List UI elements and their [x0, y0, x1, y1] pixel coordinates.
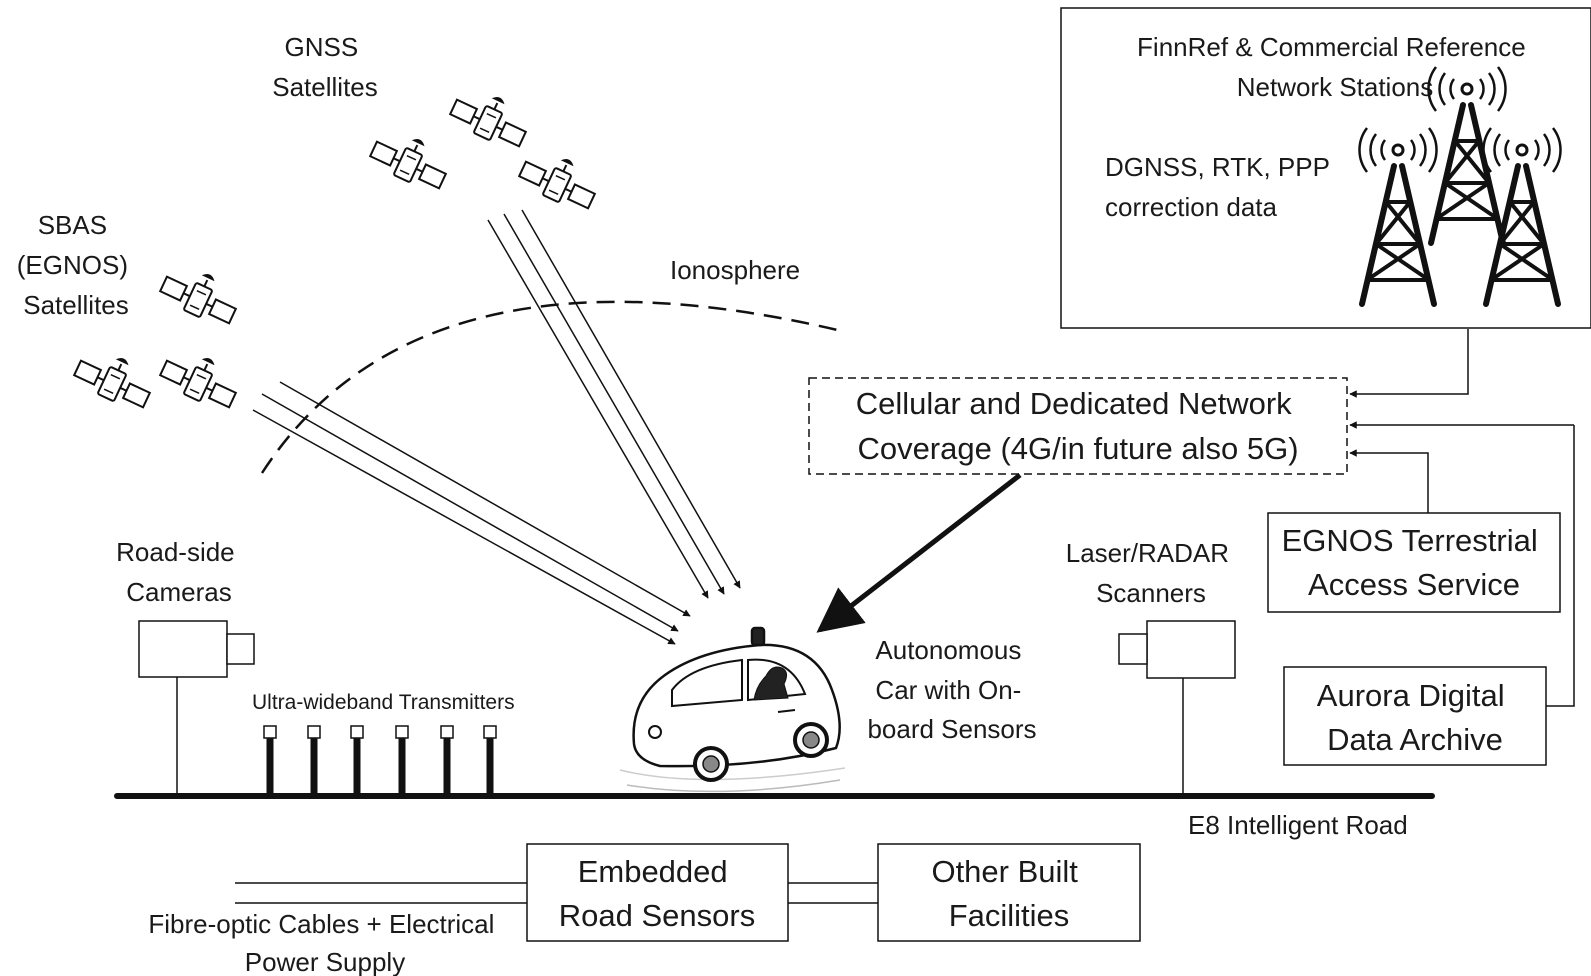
- gnss-label-line2: Satellites: [272, 72, 378, 102]
- svg-text:Fibre-optic Cables + Electrica: Fibre-optic Cables + Electrical Power Su…: [148, 909, 501, 976]
- sbas-signal-lines: [252, 381, 691, 645]
- sbas-label-line3: Satellites: [23, 290, 129, 320]
- svg-text:EGNOS Terrestrial Access S: EGNOS Terrestrial Access Service: [1282, 523, 1547, 602]
- uwb-transmitters: [263, 725, 497, 794]
- svg-text:Cellular and Dedicated Network: Cellular and Dedicated Network Coverage …: [856, 386, 1301, 466]
- satellite-icon: [446, 80, 536, 154]
- svg-text:SBAS (EGNOS) Satellite: SBAS (EGNOS) Satellites: [17, 210, 135, 320]
- ionosphere-arc: [260, 300, 847, 474]
- satellite-icon: [156, 341, 246, 415]
- roadside-cameras-label-line1: Road-side: [116, 537, 235, 567]
- car-label-line2: Car with On-: [875, 675, 1021, 705]
- uwb-transmitter: [483, 725, 497, 794]
- car-label-line3: board Sensors: [867, 714, 1036, 744]
- svg-text:Embedded Road Sensors: Embedded Road Sensors: [559, 854, 755, 933]
- finnref-label-line1: FinnRef & Commercial Reference: [1137, 32, 1526, 62]
- uwb-transmitter: [307, 725, 321, 794]
- road-label: E8 Intelligent Road: [1188, 810, 1408, 840]
- camera-icon: [138, 620, 255, 794]
- uwb-transmitter: [350, 725, 364, 794]
- uwb-label: Ultra-wideband Transmitters: [252, 691, 515, 714]
- data-connectors: [1349, 329, 1575, 707]
- svg-text:Road-side Cameras: Road-side Cameras: [116, 537, 242, 607]
- correction-data-line1: DGNSS, RTK, PPP: [1105, 152, 1329, 182]
- svg-text:Laser/RADAR Scanners: Laser/RADAR Scanners: [1066, 538, 1237, 608]
- fibre-cable: [235, 882, 878, 904]
- svg-text:Aurora Digital Data Archiv: Aurora Digital Data Archive: [1317, 678, 1513, 757]
- cellular-to-car-arrow: [816, 473, 1022, 633]
- roadside-cameras-label-line2: Cameras: [126, 577, 231, 607]
- egnos-tas-label-line1: EGNOS Terrestrial: [1282, 523, 1538, 558]
- laser-label-line1: Laser/RADAR: [1066, 538, 1229, 568]
- embedded-label-line1: Embedded: [578, 854, 728, 889]
- uwb-transmitter: [263, 725, 277, 794]
- finnref-box: [1060, 7, 1591, 329]
- autonomous-car-icon: [619, 626, 846, 793]
- sbas-label-line1: SBAS: [38, 210, 107, 240]
- laser-label-line2: Scanners: [1096, 578, 1206, 608]
- correction-data-line2: correction data: [1105, 192, 1278, 222]
- car-label-line1: Autonomous: [875, 635, 1021, 665]
- svg-text:Other Built Facilities: Other Built Facilities: [931, 854, 1086, 933]
- svg-text:Autonomous Car with On-: Autonomous Car with On- board Sensors: [867, 635, 1036, 744]
- svg-text:DGNSS, RTK, PPP correction: DGNSS, RTK, PPP correction data: [1105, 152, 1337, 222]
- fibre-label-line2: Power Supply: [245, 947, 405, 976]
- satellite-icon: [156, 257, 246, 331]
- satellite-icon: [366, 122, 456, 196]
- other-built-box: [877, 843, 1141, 942]
- egnos-tas-label-line2: Access Service: [1308, 567, 1520, 602]
- finnref-label-line2: Network Stations: [1237, 72, 1434, 102]
- camera-icon: [1118, 620, 1236, 794]
- uwb-transmitter: [395, 725, 409, 794]
- svg-text:GNSS Satellites: GNSS Satellites: [272, 32, 378, 102]
- gnss-label-line1: GNSS: [285, 32, 359, 62]
- aurora-label-line2: Data Archive: [1327, 722, 1503, 757]
- satellite-icon: [70, 341, 160, 415]
- fibre-label-line1: Fibre-optic Cables + Electrical: [148, 909, 494, 939]
- aurora-archive-box: [1283, 666, 1547, 766]
- egnos-tas-box: [1267, 512, 1561, 613]
- other-built-label-line1: Other Built: [931, 854, 1078, 889]
- satellite-icon: [515, 142, 605, 216]
- other-built-label-line2: Facilities: [949, 898, 1070, 933]
- cellular-network-box: [808, 377, 1348, 475]
- embedded-label-line2: Road Sensors: [559, 898, 755, 933]
- sbas-label-line2: (EGNOS): [17, 250, 128, 280]
- cellular-label-line2: Coverage (4G/in future also 5G): [857, 431, 1298, 466]
- cellular-label-line1: Cellular and Dedicated Network: [856, 386, 1292, 421]
- embedded-sensors-box: [526, 843, 789, 942]
- gnss-signal-lines: [487, 209, 741, 599]
- uwb-transmitter: [440, 725, 454, 794]
- svg-text:FinnRef & Commercial Reference: FinnRef & Commercial Reference Network S…: [1137, 32, 1533, 102]
- aurora-label-line1: Aurora Digital: [1317, 678, 1505, 713]
- ionosphere-label: Ionosphere: [670, 255, 800, 285]
